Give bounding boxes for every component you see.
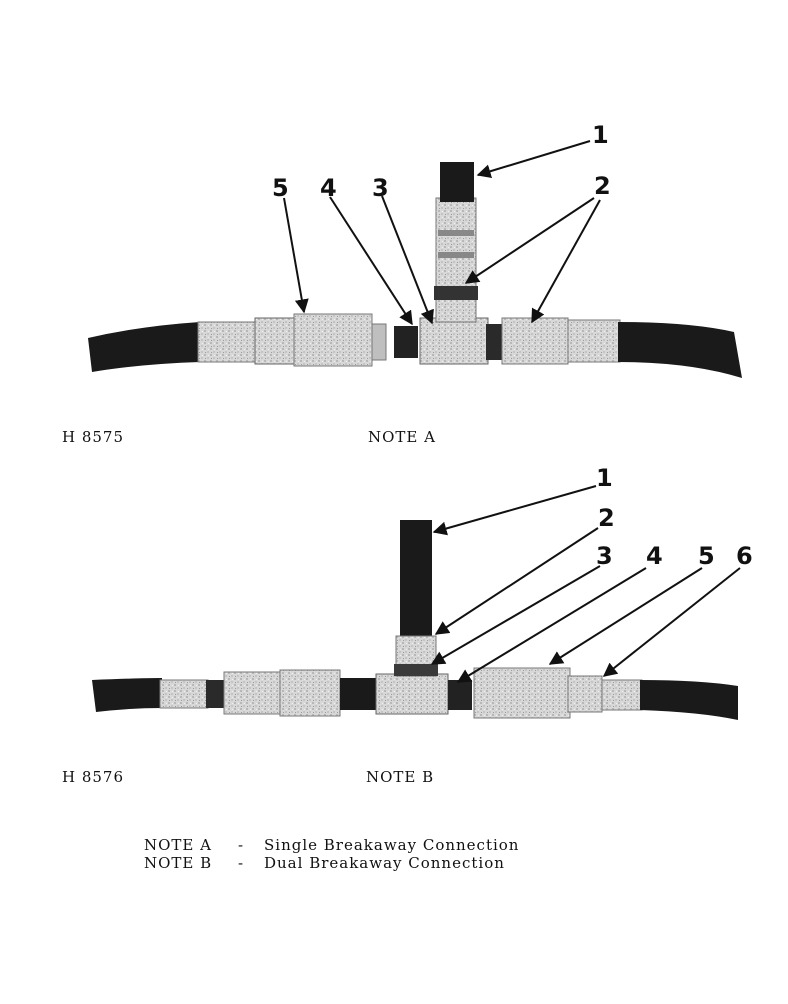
leader-a-1 xyxy=(476,140,591,179)
leader-b-6 xyxy=(602,567,741,677)
leader-b-1 xyxy=(432,485,597,536)
callout-a-2: 2 xyxy=(594,172,611,200)
figure-a-vertical-hose xyxy=(440,162,474,202)
note-b-label: NOTE B xyxy=(144,854,213,872)
leader-b-2 xyxy=(434,527,599,635)
leader-b-5 xyxy=(548,567,703,665)
figure-b-left-coupler xyxy=(223,671,281,715)
note-a-label: NOTE A xyxy=(144,836,212,854)
figure-b-right-coupler xyxy=(473,667,571,719)
figure-a-left-hose xyxy=(88,322,200,372)
leader-a-3 xyxy=(381,195,434,325)
figure-a-callouts: 1 2 3 4 5 xyxy=(272,121,611,202)
note-line-b: NOTE B - Dual Breakaway Connection xyxy=(144,854,519,872)
figure-b-left-hose xyxy=(92,678,162,712)
leader-b-3 xyxy=(430,565,601,665)
callout-b-3: 3 xyxy=(596,542,613,570)
leader-a-2b xyxy=(531,199,601,324)
leader-b-4 xyxy=(456,567,647,683)
figure-a-breakaway-coupler xyxy=(293,313,373,367)
figure-b-note-label: NOTE B xyxy=(366,768,435,786)
note-b-dash: - xyxy=(238,854,245,872)
figure-b-tee-body xyxy=(375,673,449,715)
figure-a-note-label: NOTE A xyxy=(368,428,436,446)
leader-a-4 xyxy=(329,196,413,326)
figure-a-leaders xyxy=(283,140,601,326)
leader-a-5 xyxy=(283,197,309,314)
callout-a-4: 4 xyxy=(320,174,337,202)
figure-a-left-nut xyxy=(254,317,296,365)
callout-b-4: 4 xyxy=(646,542,663,570)
notes-legend: NOTE A - Single Breakaway Connection NOT… xyxy=(144,836,519,872)
figure-b-photo xyxy=(92,520,738,720)
callout-a-5: 5 xyxy=(272,174,289,202)
note-b-text: Dual Breakaway Connection xyxy=(264,854,505,872)
callout-a-1: 1 xyxy=(592,121,609,149)
figure-b-ring xyxy=(448,680,472,710)
leader-a-2a xyxy=(464,197,595,284)
figure-b-right-hose xyxy=(640,680,738,720)
figure-a-ring xyxy=(394,326,418,358)
figure-a-id-label: H 8575 xyxy=(62,428,125,446)
note-line-a: NOTE A - Single Breakaway Connection xyxy=(144,836,519,854)
callout-b-1: 1 xyxy=(596,464,613,492)
note-a-text: Single Breakaway Connection xyxy=(264,836,520,854)
figure-b-vertical-hose xyxy=(400,520,432,640)
figure-a-right-hose xyxy=(618,322,742,378)
callout-b-5: 5 xyxy=(698,542,715,570)
figure-a-photo xyxy=(88,162,742,378)
note-a-dash: - xyxy=(238,836,245,854)
callout-b-2: 2 xyxy=(598,504,615,532)
callout-a-3: 3 xyxy=(372,174,389,202)
figure-a-tee-body xyxy=(419,317,489,365)
figure-a-left-crimp-fitting xyxy=(197,321,257,363)
callout-b-6: 6 xyxy=(736,542,753,570)
figure-b-id-label: H 8576 xyxy=(62,768,125,786)
figure-a-vertical-fitting xyxy=(435,197,477,323)
figure-a-right-adapter xyxy=(501,317,569,365)
figure-b-callouts: 1 2 3 4 5 6 xyxy=(596,464,753,570)
figure-b-leaders xyxy=(430,485,741,683)
